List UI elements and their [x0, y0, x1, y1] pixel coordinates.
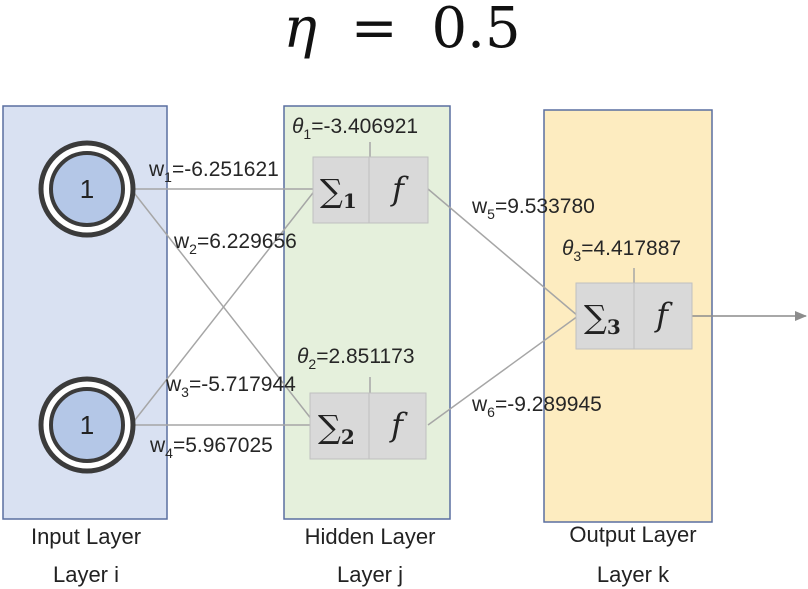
theta-1-label: θ1=-3.406921: [292, 115, 418, 142]
edge-w6: [427, 315, 579, 426]
edge-w3: [130, 188, 317, 426]
learning-rate-title: η = 0.5: [283, 0, 520, 61]
weight-4-label: w4=5.967025: [149, 434, 273, 461]
neuron-2-sum-symbol: ∑2: [318, 408, 355, 449]
input-node-1: 1: [38, 140, 136, 238]
input-layer-index: Layer i: [53, 562, 119, 587]
hidden-layer-name: Hidden Layer: [305, 524, 436, 549]
output-neuron: ∑3 f: [575, 282, 693, 350]
weight-1-label: w1=-6.251621: [148, 158, 279, 185]
theta-2-label: θ2=2.851173: [297, 345, 415, 372]
learning-rate-symbol: η: [283, 0, 317, 61]
weight-5-label: w5=9.533780: [471, 195, 595, 222]
input-node-1-value: 1: [80, 174, 94, 204]
input-node-2: 1: [38, 376, 136, 474]
weight-2-label: w2=6.229656: [173, 230, 297, 257]
hidden-neuron-2: ∑2 f: [309, 392, 427, 460]
theta-3-label: θ3=4.417887: [562, 237, 681, 264]
output-layer-name: Output Layer: [569, 522, 696, 547]
output-layer-index: Layer k: [597, 562, 670, 587]
learning-rate-equals: =: [351, 0, 398, 61]
neuron-1-sum-symbol: ∑1: [320, 172, 357, 213]
hidden-neuron-1: ∑1 f: [312, 156, 429, 224]
weight-3-label: w3=-5.717944: [165, 373, 296, 400]
hidden-layer-index: Layer j: [337, 562, 403, 587]
input-layer-name: Input Layer: [31, 524, 141, 549]
edge-w5: [427, 188, 579, 317]
neuron-3-sum-symbol: ∑3: [584, 298, 621, 339]
learning-rate-value: 0.5: [432, 0, 521, 61]
input-node-2-value: 1: [80, 410, 94, 440]
weight-6-label: w6=-9.289945: [471, 393, 602, 420]
